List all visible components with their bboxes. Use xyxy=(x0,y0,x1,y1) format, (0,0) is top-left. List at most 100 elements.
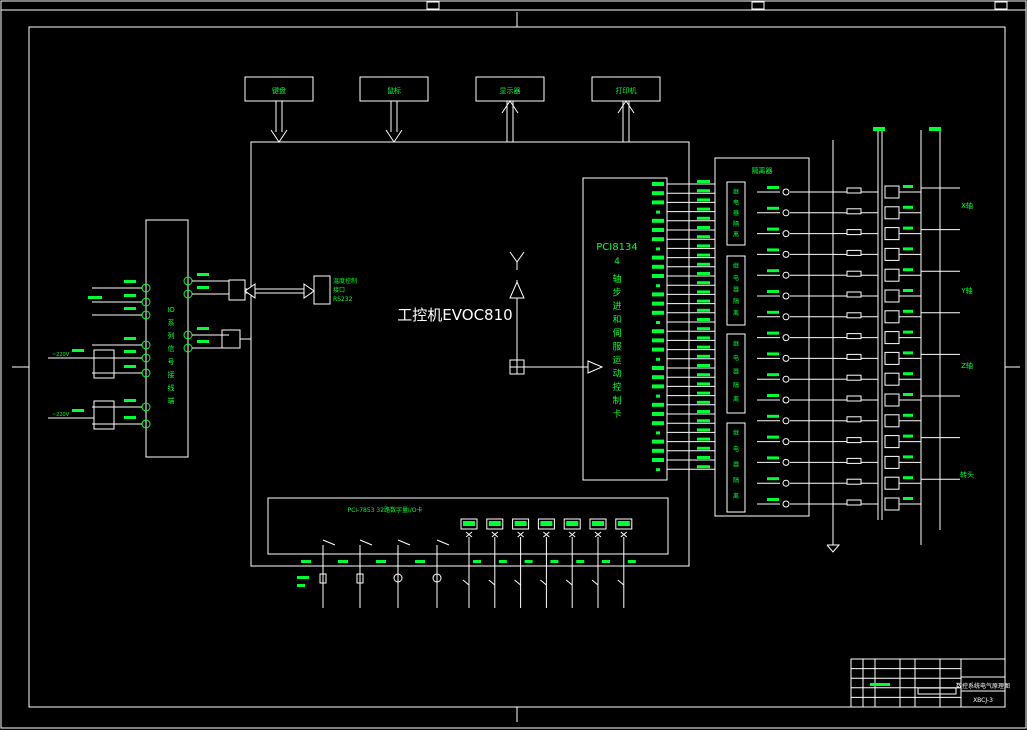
motion-card-char: 制 xyxy=(612,395,621,407)
optocoupler-icon xyxy=(782,417,790,425)
optocoupler-icon xyxy=(782,209,790,217)
relay-unit xyxy=(726,181,746,246)
svg-text:电: 电 xyxy=(733,199,739,207)
svg-text:器: 器 xyxy=(733,210,739,217)
terminal-char: 端 xyxy=(168,396,175,405)
terminal-char: 号 xyxy=(168,358,175,366)
driver-icon xyxy=(884,393,900,407)
svg-text:器: 器 xyxy=(733,369,739,376)
driver-icon xyxy=(884,206,900,220)
axis-label-3: 转头 xyxy=(960,470,974,479)
left-io-circuits xyxy=(48,273,251,430)
optocoupler-icon xyxy=(782,292,790,300)
terminal-char: 列 xyxy=(168,331,175,340)
svg-text:继: 继 xyxy=(733,429,739,437)
svg-text:隔: 隔 xyxy=(733,476,739,484)
svg-text:隔: 隔 xyxy=(733,381,739,389)
relay-unit xyxy=(726,422,746,513)
driver-icon xyxy=(884,331,900,345)
arrow-down-icon xyxy=(270,129,288,143)
io-card xyxy=(267,497,669,555)
coordinate-icon xyxy=(509,251,604,375)
relay-coil-icon xyxy=(319,573,327,584)
ipc-box xyxy=(250,141,690,567)
driver-icon xyxy=(884,414,900,428)
optocoupler-icon xyxy=(782,438,790,446)
serial-label-2: 接口 xyxy=(333,286,345,294)
sensor-icon xyxy=(460,518,478,530)
axis-label-2: Z轴 xyxy=(961,361,973,370)
motion-card-axes-count: 4 xyxy=(614,257,620,267)
peripheral-devices: 键盘鼠标显示器打印机 xyxy=(244,76,661,143)
motion-card-model: PCI8134 xyxy=(596,242,637,253)
motion-card-char: 动 xyxy=(612,369,621,380)
serial-label-1: 温度控制 xyxy=(333,277,357,285)
lamp-icon xyxy=(432,573,442,583)
supply-label-2: ~220V xyxy=(52,412,70,418)
title-block: 数控系统电气原理图 XBCJ-3 xyxy=(850,658,1010,708)
sensor-icon xyxy=(537,518,555,530)
axis-label-1: Y轴 xyxy=(960,286,972,295)
peripheral-label-0: 键盘 xyxy=(272,86,286,95)
motion-card-char: 和 xyxy=(612,315,621,326)
connector-icon xyxy=(221,329,241,349)
relay-unit xyxy=(726,333,746,414)
svg-text:器: 器 xyxy=(733,462,739,469)
optocoupler-icon xyxy=(782,396,790,404)
optocoupler-icon xyxy=(782,188,790,196)
svg-text:继: 继 xyxy=(733,340,739,348)
peripheral-label-1: 鼠标 xyxy=(387,86,401,95)
sensor-icon xyxy=(512,518,530,530)
motion-card-char: 轴 xyxy=(612,273,621,285)
sensor-icon xyxy=(486,518,504,530)
optocoupler-icon xyxy=(782,334,790,342)
arrow-down-icon xyxy=(385,129,403,143)
svg-text:离: 离 xyxy=(733,395,739,403)
motion-card-char: 伺 xyxy=(612,327,621,339)
peripheral-box xyxy=(359,76,429,102)
driver-icon xyxy=(884,435,900,449)
relay-coil-icon xyxy=(356,573,364,584)
driver-icon xyxy=(884,247,900,261)
optocoupler-icon xyxy=(782,500,790,508)
motion-card-pins xyxy=(652,180,715,472)
svg-text:隔: 隔 xyxy=(733,220,739,228)
optocoupler-icon xyxy=(782,479,790,487)
ipc-label: 工控机EVOC810 xyxy=(397,306,512,324)
svg-text:电: 电 xyxy=(733,354,739,362)
driver-icon xyxy=(884,268,900,282)
io-card-label: PCI-7853 32路数字量I/O卡 xyxy=(347,506,422,514)
driver-icon xyxy=(884,185,900,199)
peripheral-label-3: 打印机 xyxy=(616,86,637,95)
arrow-up-icon xyxy=(617,100,635,114)
terminal-char: 系 xyxy=(168,318,175,327)
terminal-char: IO xyxy=(167,306,175,314)
ground-icon xyxy=(826,544,841,553)
lamp-icon xyxy=(393,573,403,583)
top-border-strip xyxy=(1,1,1026,11)
title-block-title: 数控系统电气原理图 xyxy=(956,682,1010,690)
terminal-char: 接 xyxy=(168,370,175,379)
motion-card-char: 服 xyxy=(612,342,621,353)
optocoupler-icon xyxy=(782,354,790,362)
svg-text:离: 离 xyxy=(733,492,739,500)
sensor-icon xyxy=(589,518,607,530)
output-circuits xyxy=(757,127,960,553)
terminal-char: 信 xyxy=(168,344,175,353)
svg-text:隔: 隔 xyxy=(733,297,739,305)
optocoupler-icon xyxy=(782,250,790,258)
isolator-block xyxy=(714,157,810,517)
motion-card-char: 运 xyxy=(612,355,621,366)
isolator-label: 隔离器 xyxy=(752,166,773,175)
arrow-up-icon xyxy=(501,100,519,114)
svg-text:电: 电 xyxy=(733,445,739,453)
optocoupler-icon xyxy=(782,313,790,321)
driver-icon xyxy=(884,227,900,241)
optocoupler-icon xyxy=(782,271,790,279)
optocoupler-icon xyxy=(782,230,790,238)
svg-text:电: 电 xyxy=(733,274,739,282)
